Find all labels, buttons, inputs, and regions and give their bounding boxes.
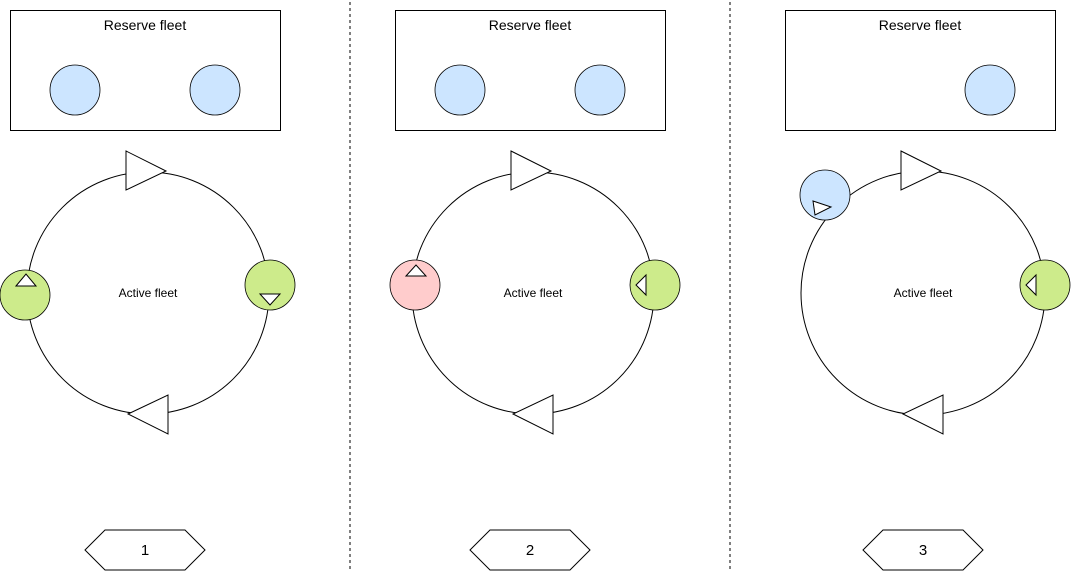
fleet-unit-active xyxy=(1019,259,1071,311)
step-badge: 2 xyxy=(469,529,591,571)
reserve-fleet-box xyxy=(10,10,281,131)
reserve-unit xyxy=(434,64,486,116)
step-badge: 3 xyxy=(862,529,984,571)
fleet-unit-active xyxy=(0,269,51,321)
direction-arrow-icon xyxy=(510,150,553,191)
fleet-unit-active xyxy=(244,259,296,311)
reserve-fleet-box xyxy=(395,10,666,131)
reserve-fleet-label: Reserve fleet xyxy=(879,17,962,33)
reserve-fleet-box xyxy=(785,10,1056,131)
reserve-fleet-label: Reserve fleet xyxy=(489,17,572,33)
reserve-unit xyxy=(49,64,101,116)
up-arrow-icon xyxy=(404,264,428,277)
reserve-unit xyxy=(189,64,241,116)
reserve-unit xyxy=(964,64,1016,116)
right-arrow-icon xyxy=(812,200,833,216)
up-arrow-icon xyxy=(14,273,38,287)
direction-arrow-icon xyxy=(900,150,943,191)
left-arrow-icon xyxy=(635,273,647,297)
down-arrow-icon xyxy=(258,293,282,306)
fleet-unit-active xyxy=(629,259,681,311)
reserve-unit xyxy=(574,64,626,116)
left-arrow-icon xyxy=(1025,273,1037,297)
step-number: 3 xyxy=(919,542,927,559)
fleet-unit-failed xyxy=(389,259,441,311)
active-fleet-label: Active fleet xyxy=(119,286,178,300)
fleet-unit-reserve xyxy=(799,169,851,221)
step-number: 2 xyxy=(526,542,534,559)
panel-3: Reserve fleet Active fleet 3 xyxy=(785,10,1071,571)
panel-2: Reserve fleet Active fleet 2 xyxy=(389,10,681,571)
step-badge: 1 xyxy=(84,529,206,571)
reserve-fleet-label: Reserve fleet xyxy=(104,17,187,33)
direction-arrow-icon xyxy=(901,394,944,435)
active-fleet-label: Active fleet xyxy=(504,286,563,300)
direction-arrow-icon xyxy=(125,150,168,191)
direction-arrow-icon xyxy=(511,394,554,435)
step-number: 1 xyxy=(141,542,149,559)
direction-arrow-icon xyxy=(126,394,169,435)
active-fleet-label: Active fleet xyxy=(894,286,953,300)
panel-1: Reserve fleet Active fleet 1 xyxy=(0,10,296,571)
